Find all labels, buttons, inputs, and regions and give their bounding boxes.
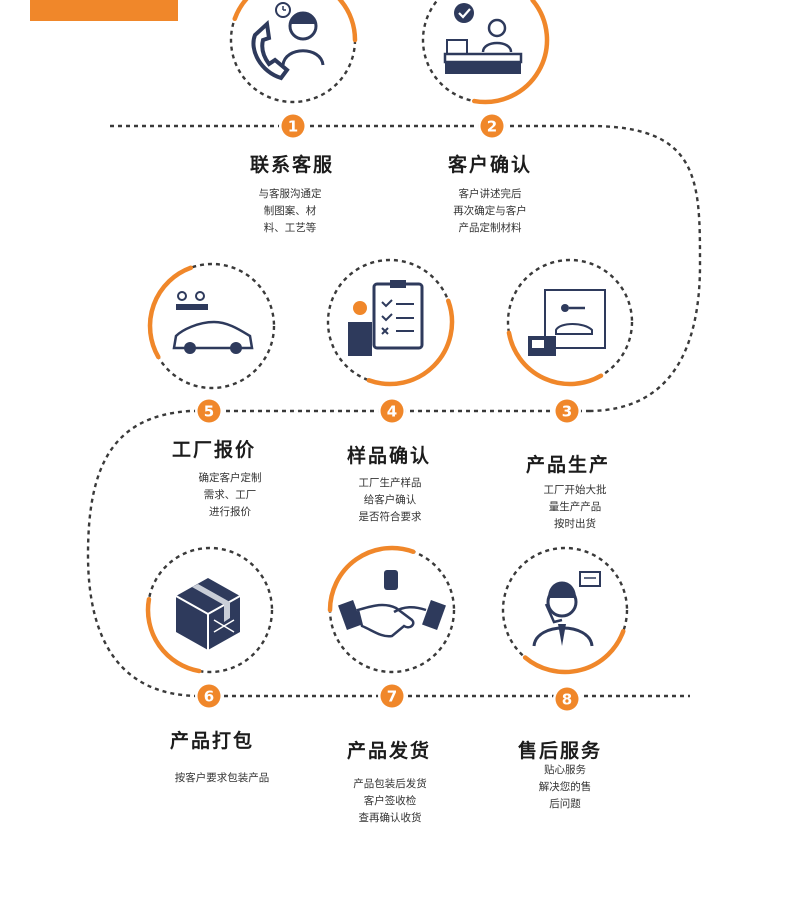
- step-description-line: 客户签收检: [363, 795, 417, 807]
- step-title: 样品确认: [347, 445, 432, 467]
- step-title: 产品发货: [347, 740, 432, 762]
- step-description: 确定客户定制需求、工厂进行报价: [165, 470, 295, 521]
- step-number-badge-8: 8: [553, 685, 581, 713]
- step-number: 6: [204, 688, 214, 706]
- step-description-line: 查再确认收货: [358, 812, 422, 824]
- step-number-badge-3: 3: [553, 397, 581, 425]
- step-description-line: 产品定制材料: [458, 222, 522, 234]
- step-description-line: 需求、工厂: [203, 489, 257, 501]
- step-number: 8: [562, 691, 572, 709]
- step-number: 7: [387, 688, 397, 706]
- step-ring-1: [229, 0, 357, 104]
- handshake-icon: [338, 570, 446, 638]
- production-order-icon: [528, 289, 606, 356]
- step-description-line: 量生产产品: [548, 501, 602, 513]
- step-description: 与客服沟通定制图案、材料、工艺等: [225, 186, 355, 237]
- step-title: 售后服务: [518, 740, 603, 762]
- step-description-line: 客户讲述完后: [458, 188, 522, 200]
- step-description-line: 进行报价: [209, 506, 251, 518]
- step-ring-accent-4: [366, 298, 455, 387]
- reception-desk-icon: [443, 3, 523, 74]
- step-description: 工厂生产样品给客户确认是否符合要求: [325, 475, 455, 526]
- step-description-line: 工厂生产样品: [358, 477, 422, 489]
- step-number-badge-2: 2: [478, 112, 506, 140]
- step-title: 工厂报价: [172, 439, 257, 461]
- step-description-line: 产品包装后发货: [353, 778, 427, 790]
- step-ring-accent-6: [145, 596, 202, 674]
- step-description: 贴心服务解决您的售后问题: [500, 762, 630, 813]
- step-description-line: 后问题: [549, 798, 581, 810]
- step-title: 联系客服: [250, 154, 335, 176]
- step-description-line: 再次确定与客户: [453, 205, 527, 217]
- step-ring-accent-1: [232, 0, 358, 43]
- step-number-badge-4: 4: [378, 397, 406, 425]
- step-description-line: 工厂开始大批: [543, 484, 607, 496]
- step-description-line: 解决您的售: [538, 781, 592, 793]
- step-number: 1: [288, 118, 298, 136]
- step-ring-accent-7: [327, 545, 416, 613]
- step-title: 客户确认: [448, 154, 533, 176]
- step-ring-accent-8: [522, 628, 626, 675]
- step-description-line: 给客户确认: [363, 494, 417, 506]
- checklist-icon: [348, 280, 424, 356]
- step-description: 产品包装后发货客户签收检查再确认收货: [325, 776, 455, 827]
- package-box-icon: [175, 578, 241, 650]
- step-number-badge-7: 7: [378, 682, 406, 710]
- step-number: 4: [387, 403, 397, 421]
- headset-support-icon: [532, 571, 601, 647]
- step-description-line: 料、工艺等: [263, 222, 317, 234]
- step-ring-accent-5: [147, 265, 194, 360]
- step-ring-accent-3: [506, 330, 604, 387]
- step-title: 产品生产: [526, 454, 611, 476]
- step-number-badge-1: 1: [279, 112, 307, 140]
- step-description-line: 确定客户定制: [198, 472, 262, 484]
- step-ring-accent-2: [471, 0, 550, 105]
- step-number: 5: [204, 403, 214, 421]
- step-number: 3: [562, 403, 572, 421]
- step-title: 产品打包: [170, 730, 255, 752]
- step-description-line: 按时出货: [554, 518, 596, 530]
- step-description-line: 与客服沟通定: [258, 188, 322, 200]
- step-number-badge-6: 6: [195, 682, 223, 710]
- step-description: 工厂开始大批量生产产品按时出货: [510, 482, 640, 533]
- phone-service-icon: [251, 2, 325, 81]
- step-description: 按客户要求包装产品: [157, 770, 287, 787]
- step-description-line: 贴心服务: [544, 764, 586, 776]
- step-description-line: 是否符合要求: [358, 511, 422, 523]
- step-description-line: 制图案、材: [263, 205, 317, 217]
- step-number-badge-5: 5: [195, 397, 223, 425]
- step-description: 客户讲述完后再次确定与客户产品定制材料: [425, 186, 555, 237]
- header-accent-bar: [30, 0, 178, 21]
- car-quote-icon: [172, 291, 254, 354]
- step-description-line: 按客户要求包装产品: [174, 772, 270, 784]
- step-number: 2: [487, 118, 497, 136]
